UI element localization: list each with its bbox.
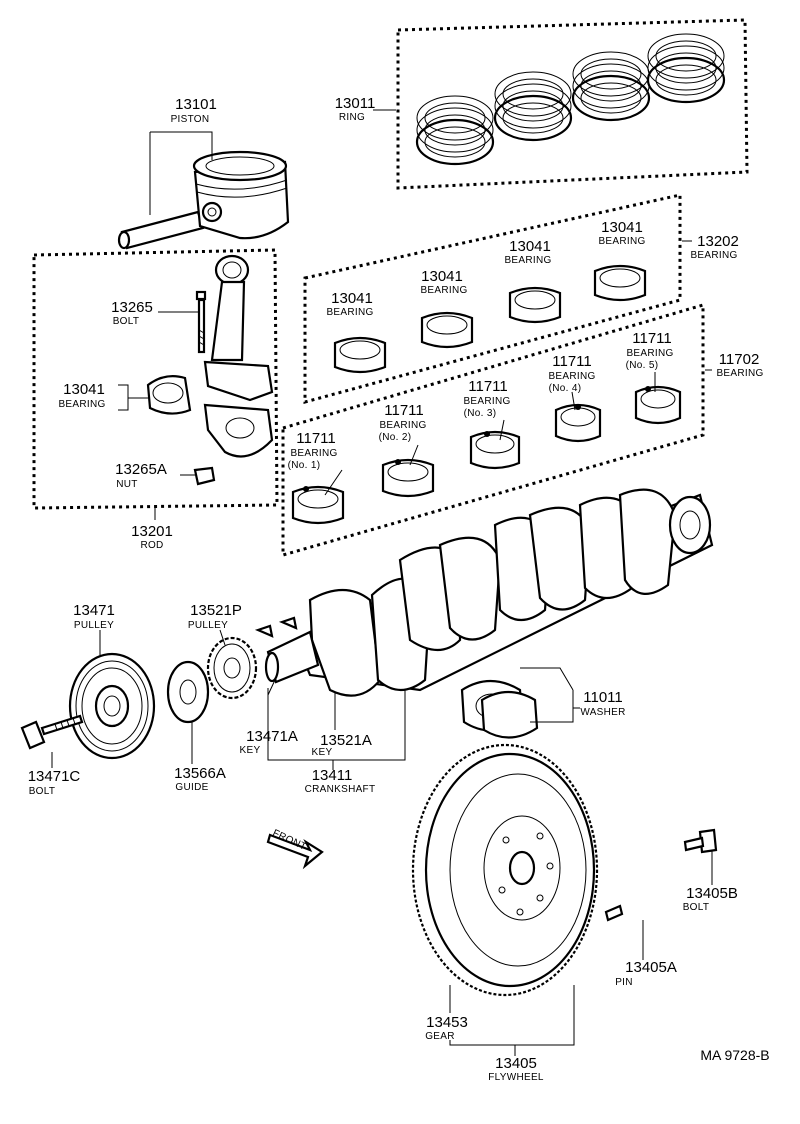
label-flywheel-name: FLYWHEEL bbox=[488, 1072, 544, 1083]
label-bearing-d-number: 13041 bbox=[601, 219, 643, 236]
label-nut-name: NUT bbox=[116, 479, 137, 490]
label-bearing-no5-number: 11711 bbox=[632, 330, 672, 347]
label-piston-name: PISTON bbox=[171, 114, 210, 125]
label-key-13471a-number: 13471A bbox=[246, 728, 298, 745]
rod-nut bbox=[193, 466, 216, 486]
label-bearing-set-11702-name: BEARING bbox=[716, 368, 763, 379]
label-nut-number: 13265A bbox=[115, 461, 167, 478]
label-bearing-b-number: 13041 bbox=[421, 268, 463, 285]
label-rod-number: 13201 bbox=[131, 523, 173, 540]
label-crankshaft-number: 13411 bbox=[312, 767, 353, 784]
label-rod-bearing-name: BEARING bbox=[58, 399, 105, 410]
label-bolt-13405b-number: 13405B bbox=[686, 885, 738, 902]
label-bearing-no3-name: BEARING bbox=[463, 396, 510, 407]
timing-guide bbox=[166, 660, 210, 724]
part-labels: 13101 PISTON 13011 RING 13265 BOLT 13041… bbox=[28, 95, 770, 1083]
keys bbox=[254, 616, 298, 638]
label-bolt-13471c-name: BOLT bbox=[29, 786, 56, 797]
label-rod-bolt-number: 13265 bbox=[111, 299, 153, 316]
label-pin-number: 13405A bbox=[625, 959, 677, 976]
piston bbox=[192, 150, 290, 240]
label-bearing-set-11702-number: 11702 bbox=[719, 351, 760, 368]
label-bearing-set-13202-number: 13202 bbox=[697, 233, 739, 250]
flywheel bbox=[411, 743, 599, 997]
label-key-13521a-number: 13521A bbox=[320, 732, 372, 749]
label-bearing-no3-sub: (No. 3) bbox=[464, 408, 497, 419]
front-arrow-icon bbox=[266, 833, 324, 870]
flywheel-bolt bbox=[683, 828, 718, 854]
label-ring-name: RING bbox=[339, 112, 365, 123]
label-bearing-no4-name: BEARING bbox=[548, 371, 595, 382]
label-bearing-set-13202-name: BEARING bbox=[690, 250, 737, 261]
leader-lines bbox=[51, 109, 713, 1056]
label-bearing-no3-number: 11711 bbox=[468, 378, 508, 395]
label-bearing-b-name: BEARING bbox=[420, 285, 467, 296]
bearings-13041 bbox=[333, 264, 647, 374]
label-pulley-13471-number: 13471 bbox=[73, 602, 115, 619]
label-bearing-no1-name: BEARING bbox=[290, 448, 337, 459]
label-bearing-no1-sub: (No. 1) bbox=[288, 460, 321, 471]
label-flywheel-number: 13405 bbox=[495, 1055, 537, 1072]
label-bearing-no5-name: BEARING bbox=[626, 348, 673, 359]
label-key-13471a-name: KEY bbox=[240, 745, 261, 756]
label-bearing-c-number: 13041 bbox=[509, 238, 551, 255]
label-bearing-a-name: BEARING bbox=[326, 307, 373, 318]
label-bearing-no4-sub: (No. 4) bbox=[549, 383, 582, 394]
label-key-13521a-name: KEY bbox=[312, 747, 333, 758]
label-bearing-no2-number: 11711 bbox=[384, 402, 424, 419]
label-bearing-no2-name: BEARING bbox=[379, 420, 426, 431]
label-washer-number: 11011 bbox=[583, 689, 623, 706]
timing-pulley bbox=[206, 636, 258, 700]
label-bolt-13405b-name: BOLT bbox=[683, 902, 710, 913]
label-pulley-13521p-name: PULLEY bbox=[188, 620, 228, 631]
label-pulley-13471-name: PULLEY bbox=[74, 620, 114, 631]
flywheel-pin bbox=[604, 904, 624, 922]
label-bearing-no5-sub: (No. 5) bbox=[626, 360, 659, 371]
label-bolt-13471c-number: 13471C bbox=[28, 768, 81, 785]
label-pulley-13521p-number: 13521P bbox=[190, 602, 242, 619]
piston-pin bbox=[117, 210, 205, 250]
label-guide-name: GUIDE bbox=[175, 782, 208, 793]
label-piston-number: 13101 bbox=[175, 96, 217, 113]
diagram-reference: MA 9728-B bbox=[700, 1047, 769, 1063]
crank-pulley bbox=[68, 652, 156, 760]
label-gear-number: 13453 bbox=[426, 1014, 468, 1031]
label-rod-bearing-number: 13041 bbox=[63, 381, 105, 398]
thrust-washers bbox=[460, 680, 539, 739]
rod-bolt bbox=[195, 290, 207, 354]
bearing-11702-box bbox=[281, 302, 705, 557]
label-bearing-c-name: BEARING bbox=[504, 255, 551, 266]
crankshaft bbox=[264, 488, 714, 697]
label-bearing-a-number: 13041 bbox=[331, 290, 373, 307]
label-crankshaft-name: CRANKSHAFT bbox=[305, 784, 376, 795]
label-bearing-no1-number: 11711 bbox=[296, 430, 336, 447]
bearing-13202-box bbox=[303, 193, 682, 404]
label-rod-bolt-name: BOLT bbox=[113, 316, 140, 327]
label-bearing-no2-sub: (No. 2) bbox=[379, 432, 412, 443]
label-rod-name: ROD bbox=[140, 540, 163, 551]
label-bearing-d-name: BEARING bbox=[598, 236, 645, 247]
label-ring-number: 13011 bbox=[335, 95, 376, 112]
label-gear-name: GEAR bbox=[425, 1031, 455, 1042]
connecting-rod bbox=[203, 254, 274, 458]
piston-rings bbox=[415, 33, 726, 166]
label-washer-name: WASHER bbox=[580, 707, 625, 718]
pulley-bolt bbox=[20, 714, 84, 750]
rod-bearing bbox=[146, 375, 192, 415]
ring-group-box bbox=[396, 18, 749, 190]
label-bearing-no4-number: 11711 bbox=[552, 353, 592, 370]
label-pin-name: PIN bbox=[615, 977, 633, 988]
label-guide-number: 13566A bbox=[174, 765, 226, 782]
bearings-11711 bbox=[291, 385, 682, 525]
